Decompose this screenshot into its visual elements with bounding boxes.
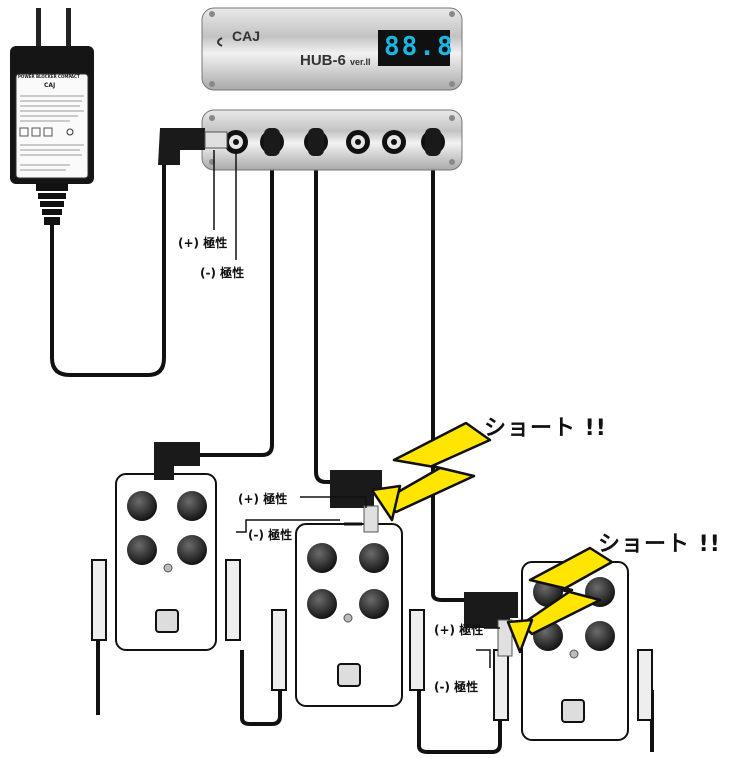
led-indicator [163, 563, 173, 573]
dc-output-jack [346, 130, 370, 154]
output-jack-plug [409, 609, 425, 691]
ac-adapter [10, 8, 94, 225]
adapter-strain-relief [36, 184, 68, 225]
footswitch-icon [561, 699, 585, 723]
hub-model: HUB-6 [300, 52, 346, 69]
knob-icon [585, 621, 615, 651]
adapter-header: POWER BLOCKER COMPACT [18, 74, 80, 79]
input-jack-plug [493, 649, 509, 721]
dc-l-plug [464, 592, 518, 628]
adapter-label-plate [15, 73, 89, 179]
knob-icon [307, 589, 337, 619]
dc-plug [425, 128, 441, 156]
double-insulation-icon [31, 127, 41, 137]
weee-bin-icon [43, 127, 53, 137]
hub-top-body [201, 7, 463, 91]
adapter-brand: CAJ [44, 82, 56, 89]
home-use-icon [19, 127, 29, 137]
polarity-icon [66, 128, 74, 136]
dc-jack [224, 130, 248, 154]
knob-icon [127, 535, 157, 565]
adapter-prong [36, 8, 41, 48]
pedal3-minus-polarity-label: (-) 極性 [434, 680, 479, 694]
knob-icon [127, 491, 157, 521]
input-jack-plug [91, 559, 107, 641]
adapter-prong [66, 8, 71, 48]
patch-cable-2-3 [417, 680, 502, 754]
adapter-l-plug [158, 128, 228, 165]
cables [50, 145, 654, 754]
cable-pedal-3 [431, 150, 470, 602]
polarity-pointers-pedals [236, 496, 500, 668]
bolt-arrowhead [370, 484, 402, 522]
footswitch-icon [337, 663, 361, 687]
hub-brand-logo: CAJ [232, 28, 261, 44]
knob-icon [177, 491, 207, 521]
adapter-fine-print [20, 95, 84, 171]
dc-plug [264, 128, 280, 156]
lightning-bolt-icon [382, 421, 492, 514]
short-bolt-1 [370, 421, 492, 522]
hub-version: ver.II [350, 57, 371, 67]
bolt-arrowhead [506, 618, 534, 654]
minus-pointer [476, 649, 491, 668]
lightning-bolt-icon [520, 546, 614, 636]
plus-pointer [300, 496, 367, 508]
dc-plug-tip [497, 619, 513, 657]
minus-pointer [236, 519, 340, 533]
hub-model-label: HUB-6 ver.II [300, 52, 371, 69]
led-indicator [343, 613, 353, 623]
led-readout: 88.8 [384, 32, 455, 62]
knob-icon [307, 543, 337, 573]
dc-output-jack [382, 130, 406, 154]
pedal2-minus-polarity-label: (-) 極性 [248, 528, 293, 542]
short-bolt-2 [506, 546, 614, 654]
pedal-3 [464, 561, 653, 741]
dc-plug-tip [363, 505, 379, 533]
output-jack-plug [225, 559, 241, 641]
pedal2-plus-polarity-label: (+) 極性 [238, 492, 288, 506]
hub-front [201, 109, 463, 171]
patch-cable-1-2 [240, 650, 282, 726]
polarity-pointers-top [213, 150, 237, 260]
pedal3-plus-polarity-label: (+) 極性 [434, 623, 484, 637]
cable-pedal-1 [200, 150, 274, 457]
led-indicator [569, 649, 579, 659]
footswitch-icon [155, 609, 179, 633]
top-plus-polarity-label: (+) 極性 [178, 236, 228, 250]
adapter-cable [50, 145, 166, 377]
input-jack-plug [271, 609, 287, 691]
hub-top [201, 7, 463, 91]
dc-l-plug [154, 442, 200, 480]
led-display [378, 30, 450, 66]
dc-plug [308, 128, 324, 156]
caj-logo-icon [217, 37, 223, 47]
top-minus-polarity-label: (-) 極性 [200, 266, 245, 280]
output-jack-plug [637, 649, 653, 721]
pedal-2 [271, 470, 425, 707]
pedal-1 [91, 442, 241, 651]
knob-icon [177, 535, 207, 565]
short-warning-2: ショート !! [598, 532, 721, 557]
cable-pedal-2 [314, 150, 352, 484]
knob-icon [359, 589, 389, 619]
knob-icon [359, 543, 389, 573]
dc-l-plug [330, 470, 382, 508]
short-warning-1: ショート !! [484, 416, 607, 441]
